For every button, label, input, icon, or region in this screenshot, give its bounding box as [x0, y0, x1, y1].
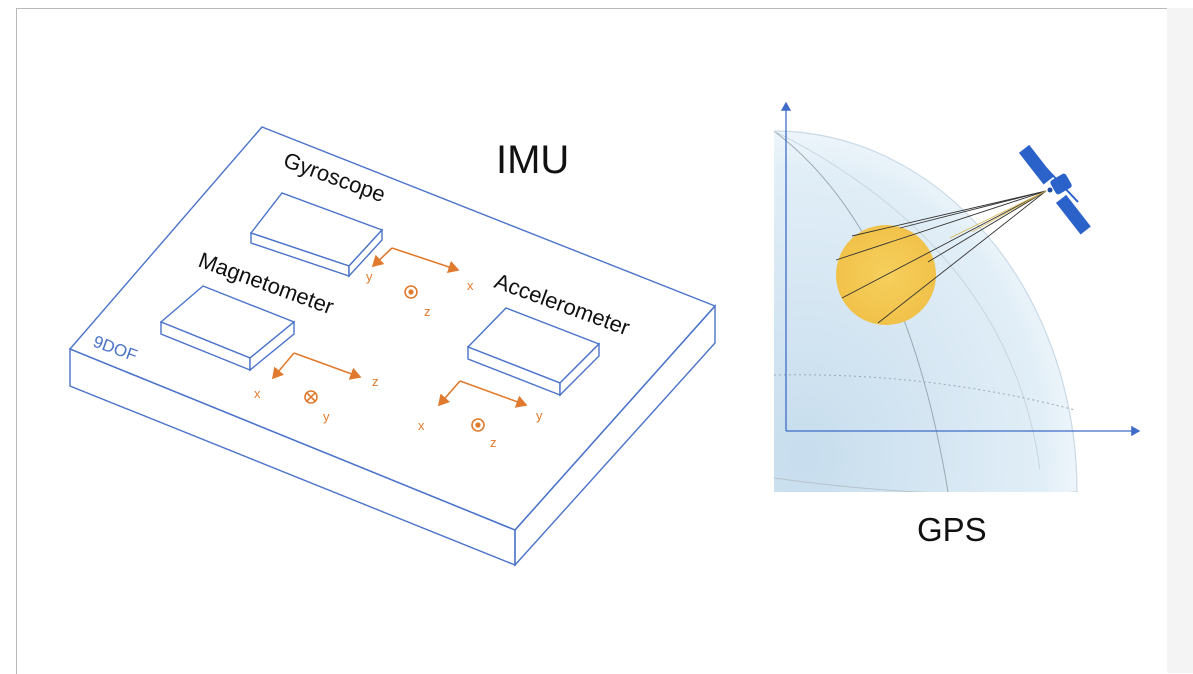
right-margin-strip	[1167, 8, 1193, 673]
imu-board	[68, 126, 717, 567]
magnetometer-axis-c: y	[323, 409, 330, 424]
accelerometer-axes	[437, 380, 528, 432]
gyroscope-chip	[249, 192, 384, 278]
magnetometer-axis-a: x	[254, 386, 261, 401]
signal-beam	[835, 190, 1047, 324]
magnetometer-axis-b: z	[372, 374, 379, 389]
gyroscope-axes	[371, 247, 460, 299]
imu-title: IMU	[496, 138, 569, 182]
gps-axes	[780, 101, 1141, 437]
gps-title: GPS	[917, 511, 987, 548]
accelerometer-axis-a: x	[418, 418, 425, 433]
magnetometer-chip	[159, 285, 296, 372]
magnetometer-axes	[271, 352, 362, 404]
gyroscope-axis-c: z	[424, 304, 431, 319]
accelerometer-axis-b: y	[536, 408, 543, 423]
gps-globe	[773, 130, 1077, 492]
gyroscope-axis-b: x	[467, 278, 474, 293]
accelerometer-chip	[466, 307, 601, 397]
accelerometer-axis-c: z	[490, 435, 497, 450]
satellite-icon	[1018, 144, 1091, 235]
gyroscope-axis-a: y	[366, 269, 373, 284]
